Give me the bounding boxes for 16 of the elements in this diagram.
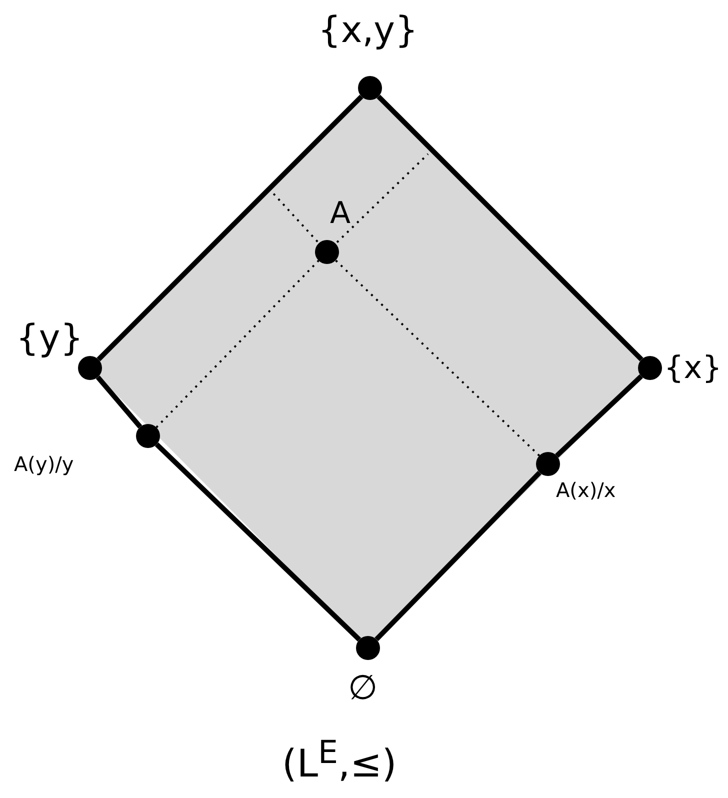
edge-line [96, 94, 364, 362]
vertex-label: {x,y} [318, 10, 418, 51]
vertex-label: A [330, 196, 351, 231]
dotted-line [334, 260, 540, 456]
dotted-line [156, 260, 320, 428]
edge-line [154, 442, 362, 642]
lattice-caption: (L$^{E}$,≤) [282, 735, 397, 786]
vertex-label: A(x)/x [556, 478, 616, 502]
vertex-label: {y} [16, 318, 84, 359]
vertex-label: {x} [664, 350, 722, 386]
vertex-label: ∅ [348, 668, 378, 708]
edge-line [555, 374, 643, 458]
edge-line [376, 94, 644, 362]
edge-line [96, 376, 142, 428]
vertex-label: A(y)/y [14, 452, 74, 476]
edge-line [374, 470, 542, 642]
